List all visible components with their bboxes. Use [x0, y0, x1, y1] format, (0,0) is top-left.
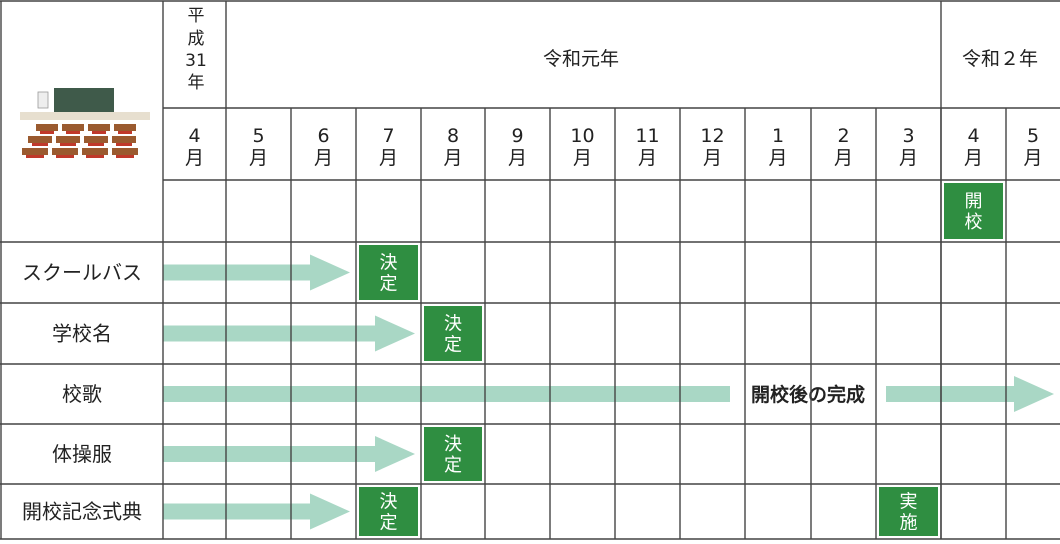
era-heisei-line-3: 31: [185, 51, 207, 71]
era-reiwa-gannen: 令和元年: [543, 48, 619, 70]
decision-marker-box: [424, 306, 482, 361]
month-number: 10: [570, 125, 594, 147]
month-unit: 月: [508, 147, 527, 169]
month-number: 2: [837, 125, 849, 147]
arrow-head: [886, 376, 1054, 412]
progress-arrows: 開校後の完成: [163, 254, 1054, 530]
decision-marker-box: [424, 427, 482, 481]
row-label: スクールバス: [22, 261, 142, 285]
row-label: 開校記念式典: [22, 500, 142, 524]
implementation-marker-text: 施: [900, 513, 918, 534]
decision-marker-text: 定: [380, 274, 398, 295]
opening-marker-text: 開: [965, 191, 983, 212]
progress-arrow: [163, 436, 415, 472]
era-reiwa-2: 令和２年: [962, 48, 1038, 70]
decision-marker-text: 決: [380, 492, 398, 513]
month-number: 4: [188, 125, 200, 147]
month-unit: 月: [379, 147, 398, 169]
month-number: 8: [447, 125, 459, 147]
month-number: 3: [902, 125, 914, 147]
month-unit: 月: [768, 147, 787, 169]
implementation-marker-text: 実: [900, 492, 918, 513]
era-heisei-line-2: 成: [188, 29, 205, 49]
month-unit: 月: [314, 147, 333, 169]
month-number: 6: [317, 125, 329, 147]
decision-marker-text: 決: [444, 314, 462, 335]
implementation-marker-box: [879, 487, 938, 536]
classroom-illustration: [20, 88, 150, 158]
era-header: 平 成 31 年 令和元年 令和２年: [185, 6, 1038, 93]
month-unit: 月: [1023, 147, 1042, 169]
month-unit: 月: [964, 147, 983, 169]
progress-arrow: [163, 493, 350, 530]
month-unit: 月: [443, 147, 462, 169]
month-number: 7: [382, 125, 394, 147]
decision-marker-text: 決: [380, 253, 398, 274]
row-label: 校歌: [62, 382, 102, 406]
arrow-label: 開校後の完成: [751, 383, 865, 406]
opening-marker-box: [944, 183, 1003, 239]
decision-marker-text: 定: [380, 513, 398, 534]
month-number: 11: [635, 125, 659, 147]
month-unit: 月: [573, 147, 592, 169]
month-unit: 月: [703, 147, 722, 169]
month-unit: 月: [638, 147, 657, 169]
progress-arrow: [163, 315, 415, 352]
month-number: 12: [700, 125, 724, 147]
decision-marker-text: 定: [444, 455, 462, 476]
month-unit: 月: [834, 147, 853, 169]
opening-marker-text: 校: [965, 212, 983, 233]
decision-marker-text: 定: [444, 335, 462, 356]
month-number: 5: [1027, 125, 1039, 147]
row-label: 学校名: [52, 322, 112, 346]
arrow-shaft: [163, 386, 730, 402]
era-heisei-line-4: 年: [188, 73, 205, 93]
decision-marker-box: [359, 245, 418, 300]
row-label: 体操服: [52, 442, 112, 466]
month-number: 1: [772, 125, 784, 147]
era-heisei-line-1: 平: [188, 6, 205, 26]
decision-marker-text: 決: [444, 434, 462, 455]
progress-arrow: [163, 254, 350, 291]
month-unit: 月: [185, 147, 204, 169]
month-number: 4: [967, 125, 979, 147]
month-unit: 月: [899, 147, 918, 169]
month-unit: 月: [249, 147, 268, 169]
month-number: 5: [252, 125, 264, 147]
month-number: 9: [511, 125, 523, 147]
decision-marker-box: [359, 487, 418, 536]
